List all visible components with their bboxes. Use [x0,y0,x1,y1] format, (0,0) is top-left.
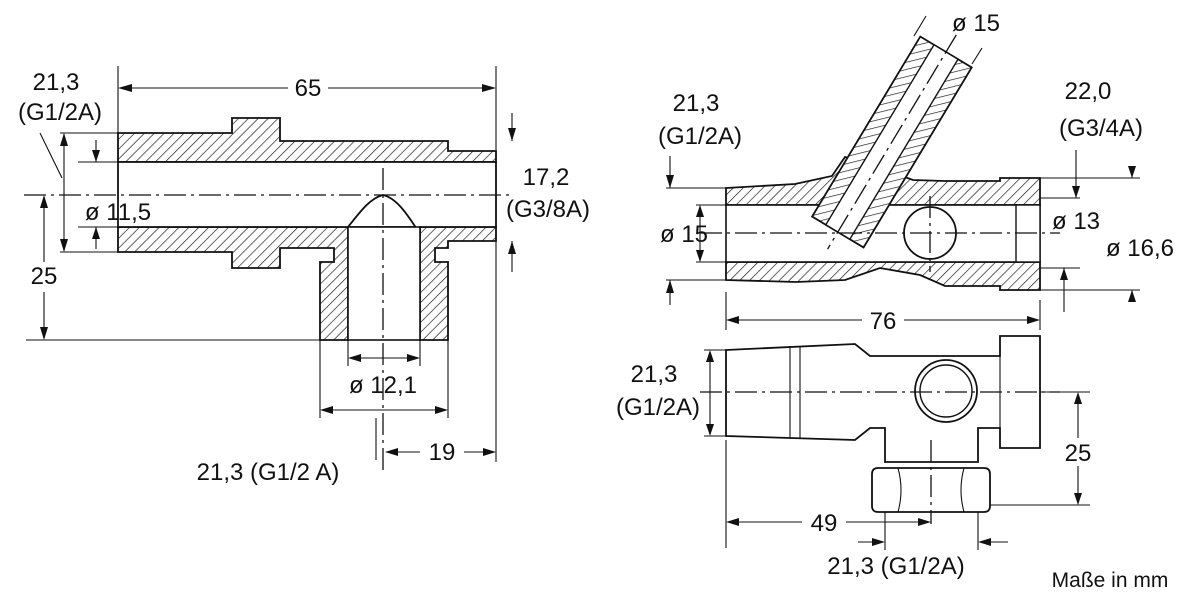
dim-outer-16-6: ø 16,6 [1106,235,1174,262]
right-thread-size: 17,2 [523,164,570,191]
outline-body [725,335,1041,463]
right-thread-spec-g34: (G3/4A) [1059,115,1143,142]
dim-65: 65 [295,75,322,102]
left-section-view: 65 21,3 (G1/2A) ø 11,5 25 17,2 (G3/8A) [18,66,590,486]
right-left-thread-spec: (G1/2A) [658,123,742,150]
dim-bore-13: ø 13 [1052,208,1100,235]
dim-inlet-15: ø 15 [660,221,708,248]
dim-outlet-12-1: ø 12,1 [349,372,417,399]
outline-port-inner [919,364,973,418]
valve-lower-body [725,261,1041,291]
angled-pipe [810,34,973,250]
units-note: Maße in mm [1052,569,1169,592]
bottom-thread-label: 21,3 (G1/2 A) [197,459,340,486]
outline-bottom-thread: 21,3 (G1/2A) [827,553,964,580]
dim-76: 76 [870,308,897,335]
left-outlet-bore [347,226,421,341]
outline-dim-49: 49 [811,510,838,537]
dim-25-left: 25 [31,263,58,290]
outline-left-thread-size: 21,3 [631,361,678,388]
right-thread-spec: (G3/8A) [506,196,590,223]
outline-left-thread-spec: (G1/2A) [616,394,700,421]
left-tee-lower-body [117,226,497,341]
left-tee-body [117,117,497,163]
dim-angled-pipe-15: ø 15 [952,10,1000,37]
left-tee-bore [117,161,497,238]
right-outline-view: 21,3 (G1/2A) 25 49 21,3 (G1/2A) [616,335,1100,580]
dim-19: 19 [429,439,456,466]
dim-bore-11-5: ø 11,5 [85,199,151,226]
outline-dim-25: 25 [1065,440,1092,467]
left-thread-size: 21,3 [33,69,80,96]
left-thread-spec: (G1/2A) [18,99,102,126]
right-left-thread-size: 21,3 [673,90,720,117]
right-section-view: ø 15 21,3 (G1/2A) ø 15 22,0 (G3/4A) ø 13 [658,10,1174,335]
right-thread-size-22: 22,0 [1065,78,1112,105]
